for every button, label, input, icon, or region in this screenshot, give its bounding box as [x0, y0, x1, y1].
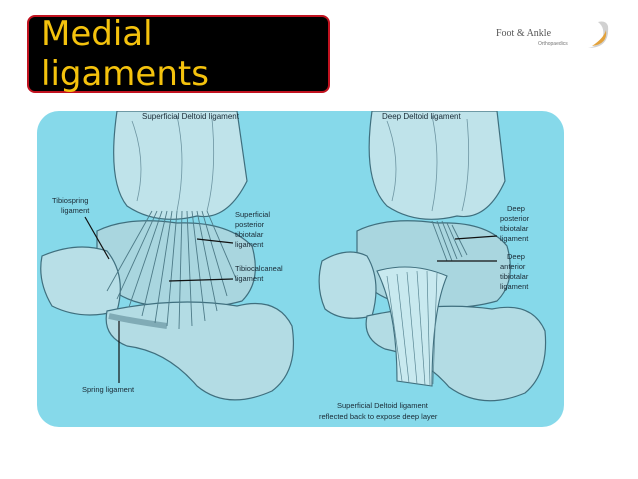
caption-line-2: reflected back to expose deep layer	[319, 412, 438, 421]
logo-sub-text: Orthopaedics	[538, 41, 568, 47]
logo-main-text: Foot & Ankle	[496, 28, 552, 39]
label-post-3: tibiotalar	[235, 230, 264, 239]
label-tibiocalc-1: Tibiocalcaneal	[235, 264, 283, 273]
label-post-2: posterior	[235, 220, 265, 229]
slide-title-box: Medial ligaments	[27, 14, 330, 94]
label-spring: Spring ligament	[82, 385, 135, 394]
label-da-4: ligament	[500, 282, 529, 291]
label-post-1: Superficial	[235, 210, 270, 219]
left-heading: Superficial Deltoid ligament	[142, 112, 240, 121]
right-heading: Deep Deltoid ligament	[382, 112, 461, 121]
label-dp-4: ligament	[500, 234, 529, 243]
label-tibiospring-2: ligament	[61, 206, 90, 215]
caption-line-1: Superficial Deltoid ligament	[337, 401, 429, 410]
label-dp-3: tibiotalar	[500, 224, 529, 233]
foot-ankle-logo: Foot & Ankle Orthopaedics	[488, 6, 628, 66]
label-da-1: Deep	[507, 252, 525, 261]
label-dp-1: Deep	[507, 204, 525, 213]
label-da-2: anterior	[500, 262, 526, 271]
left-ankle-figure: Superficial Deltoid ligament Tibiospring…	[40, 110, 295, 401]
slide-title: Medial ligaments	[41, 14, 209, 94]
ankle-illustration: Superficial Deltoid ligament Tibiospring…	[40, 110, 547, 421]
label-tibiocalc-2: ligament	[235, 274, 264, 283]
label-tibiospring-1: Tibiospring	[52, 196, 88, 205]
label-post-4: ligament	[235, 240, 264, 249]
illustration-panel: Superficial Deltoid ligament Tibiospring…	[37, 110, 564, 427]
label-da-3: tibiotalar	[500, 272, 529, 281]
label-dp-2: posterior	[500, 214, 530, 223]
right-ankle-figure: Deep Deltoid ligament Deep posterior tib…	[318, 110, 547, 421]
logo-swoosh-icon	[588, 21, 609, 48]
